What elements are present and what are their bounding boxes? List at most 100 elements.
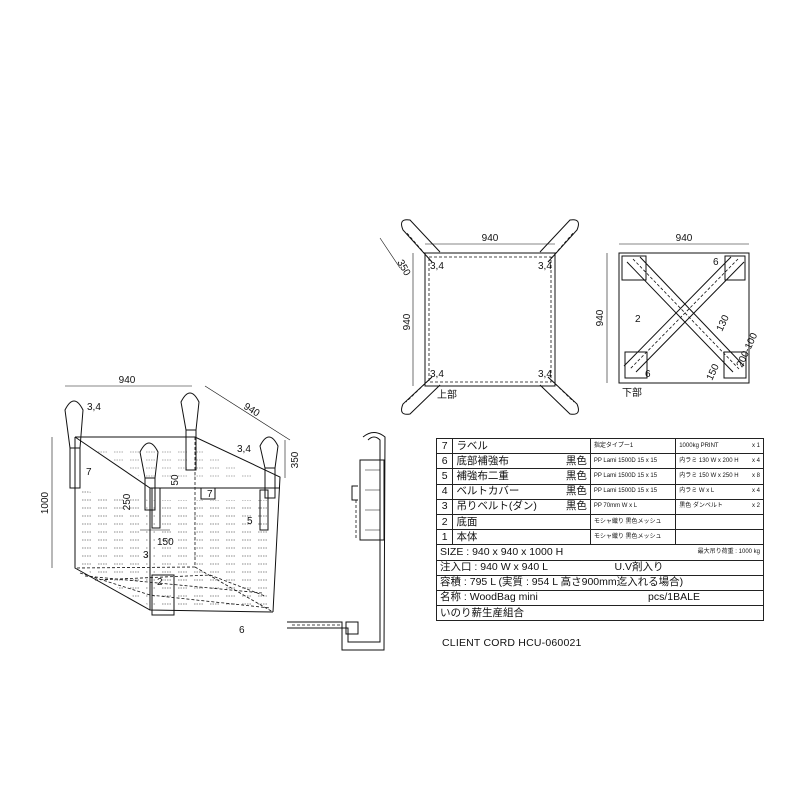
part-spec: モシャ織り 黒色メッシュ — [589, 529, 677, 546]
part-name: 本体 — [452, 529, 591, 546]
part-color: 黒色 — [565, 485, 587, 498]
bottom-height-dim: 940 — [595, 309, 606, 326]
part-name: 底部補強布 黒色 — [452, 453, 591, 470]
no: 1 — [435, 529, 454, 546]
no: 4 — [435, 483, 454, 500]
part-cloth-text: 内ラミ 150 W x 250 H — [679, 472, 739, 479]
top-view: 940 940 350 3,4 3,4 3,4 3,4 上部 — [379, 219, 579, 415]
bottom-view-caption: 下部 — [622, 386, 642, 399]
inlet-text: 注入口 : 940 W x 940 L — [440, 561, 548, 574]
part-cloth — [675, 513, 764, 531]
top-width-dim: 940 — [482, 233, 499, 244]
part-name-text: 補強布二重 — [456, 469, 509, 482]
top-loop-bl — [401, 376, 441, 415]
top-corner-label-tr: 3,4 — [538, 261, 552, 272]
persp-dim-150: 150 — [157, 537, 174, 548]
top-loop-dim: 350 — [394, 258, 412, 278]
size-row: SIZE : 940 x 940 x 1000 H 最大吊り荷重 : 1000 … — [436, 544, 764, 561]
persp-label-34-right: 3,4 — [237, 444, 251, 455]
persp-height-dim: 1000 — [40, 491, 51, 514]
persp-loop-dim: 350 — [290, 451, 301, 468]
persp-part-2: 2 — [157, 577, 163, 588]
top-loop-tl — [401, 219, 441, 263]
part-name-text: ラベル — [456, 439, 488, 452]
part-spec: PP Lami 1500D 15 x 15 — [589, 468, 677, 485]
size-text: SIZE : 940 x 940 x 1000 H — [440, 545, 564, 558]
part-qty: x 4 — [751, 488, 760, 495]
part-spec: PP Lami 1500D 15 x 15 — [589, 483, 677, 500]
persp-label-34-left: 3,4 — [87, 402, 101, 413]
capacity-text: 容積 : 795 L (実質 : 954 L 高さ900mm迄入れる場合) — [436, 574, 764, 591]
part-cloth: 内ラミ 130 W x 200 H x 4 — [675, 453, 764, 470]
part-qty: x 2 — [751, 503, 760, 510]
no: 3 — [435, 498, 454, 515]
bottom-part-6-bottom: 6 — [645, 369, 651, 380]
part-qty: x 1 — [751, 442, 760, 449]
bottom-part-6-top: 6 — [713, 257, 719, 268]
part-name: 底面 — [452, 513, 591, 531]
part-name-text: 本体 — [456, 530, 478, 543]
name-text: 名称 : WoodBag mini — [440, 591, 538, 604]
part-spec: PP 70mm W x L — [589, 498, 677, 515]
part-name: 吊りベルト(ダン) 黒色 — [452, 498, 591, 515]
part-name-text: 底部補強布 — [456, 454, 509, 467]
part-cloth — [675, 529, 764, 546]
no: 7 — [435, 437, 454, 455]
part-name-text: 底面 — [456, 515, 478, 528]
bottom-width-dim: 940 — [676, 233, 693, 244]
part-color: 黒色 — [565, 469, 587, 482]
persp-dim-250: 250 — [122, 493, 133, 510]
part-color: 黒色 — [565, 454, 587, 467]
part-cloth-text: 1000kg PRINT — [679, 442, 719, 449]
part-name: ラベル — [452, 437, 591, 455]
part-name-text: 吊りベルト(ダン) — [456, 500, 537, 513]
top-corner-label-br: 3,4 — [538, 369, 552, 380]
part-spec: モシャ織り 黒色メッシュ — [589, 513, 677, 531]
part-spec: 指定タイプー1 — [589, 437, 677, 455]
uv-text: U.V剤入り — [614, 561, 664, 574]
perspective-view: 940 940 1000 350 50 250 150 3,4 3,4 7 7 … — [40, 375, 301, 636]
maker-text: いのり薪生産組合 — [436, 605, 764, 622]
persp-depth-dim: 940 — [241, 401, 261, 419]
part-name: ベルトカバー 黒色 — [452, 483, 591, 500]
part-name-text: ベルトカバー — [456, 485, 520, 498]
maker-row: いのり薪生産組合 — [436, 605, 764, 622]
pcs-text: pcs/1BALE — [648, 591, 700, 604]
bottom-view: 940 940 2 6 6 130 200-100 150 下部 — [595, 233, 760, 399]
top-view-caption: 上部 — [437, 388, 457, 401]
persp-part-7: 7 — [86, 467, 92, 478]
inlet-row: 注入口 : 940 W x 940 L U.V剤入り — [436, 559, 764, 576]
part-qty: x 8 — [751, 472, 760, 479]
no: 6 — [435, 453, 454, 470]
persp-part-7-label: 7 — [207, 489, 213, 500]
part-color: 黒色 — [565, 500, 587, 513]
client-code: CLIENT CORD HCU-060021 — [442, 637, 582, 649]
persp-width-dim: 940 — [119, 375, 136, 386]
top-loop-br — [539, 376, 579, 415]
no: 2 — [435, 513, 454, 531]
part-cloth-text: 内ラミ 130 W x 200 H — [679, 457, 739, 464]
part-cloth: 1000kg PRINT x 1 — [675, 437, 764, 455]
max-load-text: 最大吊り荷重 : 1000 kg — [697, 548, 760, 555]
bottom-part-2: 2 — [635, 314, 641, 325]
bottom-dim-130: 130 — [715, 313, 732, 333]
top-corner-label-bl: 3,4 — [430, 369, 444, 380]
persp-part-6: 6 — [239, 625, 245, 636]
part-qty: x 4 — [751, 457, 760, 464]
bottom-dim-200-100: 200-100 — [735, 331, 761, 369]
top-height-dim: 940 — [402, 313, 413, 330]
name-row: 名称 : WoodBag mini pcs/1BALE — [436, 589, 764, 607]
top-loop-tr — [539, 219, 579, 263]
persp-dim-50: 50 — [170, 474, 181, 486]
no: 5 — [435, 468, 454, 485]
